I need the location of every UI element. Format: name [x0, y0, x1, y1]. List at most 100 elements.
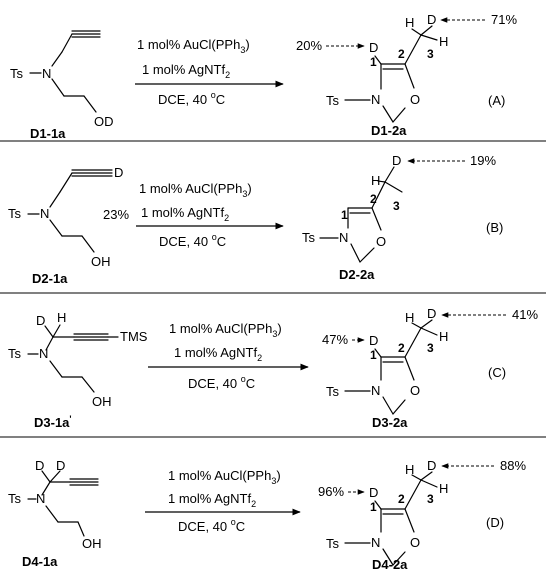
od-label: OD — [94, 114, 114, 129]
d-label: D — [369, 333, 378, 348]
tag-d: (D) — [486, 515, 504, 530]
d-label: D — [427, 458, 436, 473]
n-label: N — [42, 66, 51, 81]
pct-c1-a: 20% — [296, 38, 322, 53]
condition-cocatalyst: 1 mol% AgNTf2 — [141, 205, 229, 223]
pct-sm-b: 23% — [103, 207, 129, 222]
condition-cocatalyst: 1 mol% AgNTf2 — [142, 62, 230, 80]
h-label: H — [405, 462, 414, 477]
n-label: N — [371, 535, 380, 550]
o-label: O — [376, 234, 386, 249]
sm-label-c: D3-1a' — [34, 414, 72, 430]
product-label-d: D4-2a — [372, 557, 408, 572]
tag-c: (C) — [488, 365, 506, 380]
d-label: D — [369, 40, 378, 55]
reaction-d: D D Ts N OH D4-1a 1 mol% AuCl(PPh3) 1 mo… — [8, 458, 526, 572]
n-label: N — [39, 346, 48, 361]
starting-material-d3-1a: D H TMS Ts N OH — [8, 310, 148, 409]
d-label: D — [35, 458, 44, 473]
d-label: D — [56, 458, 65, 473]
pct-c3-a: 71% — [491, 12, 517, 27]
ts-label: Ts — [326, 536, 340, 551]
pos-2-label: 2 — [398, 47, 405, 61]
pos-1-label: 1 — [370, 55, 377, 69]
starting-material-d1-1a: Ts N OD — [10, 30, 114, 129]
condition-solvent-temp: DCE, 40 oC — [159, 232, 226, 249]
pos-1-label: 1 — [370, 348, 377, 362]
product-d2-2a: N Ts O H D 1 2 3 — [302, 153, 403, 263]
n-label: N — [371, 92, 380, 107]
condition-catalyst: 1 mol% AuCl(PPh3) — [169, 321, 282, 339]
h-label: H — [57, 310, 66, 325]
h-label: H — [405, 310, 414, 325]
product-d3-2a: D N Ts O H D H 1 2 3 — [326, 306, 448, 415]
pos-2-label: 2 — [370, 192, 377, 206]
condition-solvent-temp: DCE, 40 oC — [178, 517, 245, 534]
pos-3-label: 3 — [427, 492, 434, 506]
ts-label: Ts — [326, 384, 340, 399]
condition-cocatalyst: 1 mol% AgNTf2 — [168, 491, 256, 509]
h-label: H — [439, 34, 448, 49]
d-label: D — [427, 306, 436, 321]
o-label: O — [410, 383, 420, 398]
condition-catalyst: 1 mol% AuCl(PPh3) — [139, 181, 252, 199]
condition-catalyst: 1 mol% AuCl(PPh3) — [168, 468, 281, 486]
d-label: D — [114, 165, 123, 180]
condition-solvent-temp: DCE, 40 oC — [158, 90, 225, 107]
h-label: H — [439, 481, 448, 496]
pct-c3-b: 19% — [470, 153, 496, 168]
d-label: D — [392, 153, 401, 168]
pos-1-label: 1 — [370, 500, 377, 514]
product-label-c: D3-2a — [372, 415, 408, 430]
tms-label: TMS — [120, 329, 148, 344]
ts-label: Ts — [326, 93, 340, 108]
oh-label: OH — [82, 536, 102, 551]
oh-label: OH — [92, 394, 112, 409]
tag-a: (A) — [488, 93, 505, 108]
condition-cocatalyst: 1 mol% AgNTf2 — [174, 345, 262, 363]
ts-label: Ts — [8, 346, 22, 361]
pct-c1-d: 96% — [318, 484, 344, 499]
n-label: N — [40, 206, 49, 221]
pct-c3-c: 41% — [512, 307, 538, 322]
condition-solvent-temp: DCE, 40 oC — [188, 374, 255, 391]
d-label: D — [369, 485, 378, 500]
reaction-c: D H TMS Ts N OH D3-1a' 1 mol% AuCl(PPh3)… — [8, 306, 538, 430]
d-label: D — [36, 313, 45, 328]
product-d4-2a: D N Ts O H D H 1 2 3 — [326, 458, 448, 566]
sm-label-a: D1-1a — [30, 126, 66, 141]
ts-label: Ts — [8, 491, 22, 506]
reaction-a: Ts N OD D1-1a 1 mol% AuCl(PPh3) 1 mol% A… — [10, 12, 517, 141]
o-label: O — [410, 535, 420, 550]
pos-3-label: 3 — [393, 199, 400, 213]
ts-label: Ts — [302, 230, 316, 245]
product-d1-2a: D N Ts O H D H 1 2 3 — [326, 12, 448, 123]
pos-2-label: 2 — [398, 492, 405, 506]
product-label-a: D1-2a — [371, 123, 407, 138]
ts-label: Ts — [8, 206, 22, 221]
ts-label: Ts — [10, 66, 24, 81]
starting-material-d2-1a: Ts N D OH — [8, 165, 123, 269]
sm-label-b: D2-1a — [32, 271, 68, 286]
starting-material-d4-1a: D D Ts N OH — [8, 458, 102, 551]
d-label: D — [427, 12, 436, 27]
o-label: O — [410, 92, 420, 107]
h-label: H — [371, 173, 380, 188]
h-label: H — [405, 15, 414, 30]
pos-1-label: 1 — [341, 208, 348, 222]
product-label-b: D2-2a — [339, 267, 375, 282]
condition-catalyst: 1 mol% AuCl(PPh3) — [137, 37, 250, 55]
reaction-b: Ts N D OH 23% D2-1a 1 mol% AuCl(PPh3) 1 … — [8, 153, 503, 286]
n-label: N — [371, 383, 380, 398]
pos-3-label: 3 — [427, 341, 434, 355]
sm-label-d: D4-1a — [22, 554, 58, 569]
tag-b: (B) — [486, 220, 503, 235]
pos-3-label: 3 — [427, 47, 434, 61]
oh-label: OH — [91, 254, 111, 269]
pos-2-label: 2 — [398, 341, 405, 355]
n-label: N — [36, 491, 45, 506]
pct-c1-c: 47% — [322, 332, 348, 347]
pct-c3-d: 88% — [500, 458, 526, 473]
n-label: N — [339, 230, 348, 245]
